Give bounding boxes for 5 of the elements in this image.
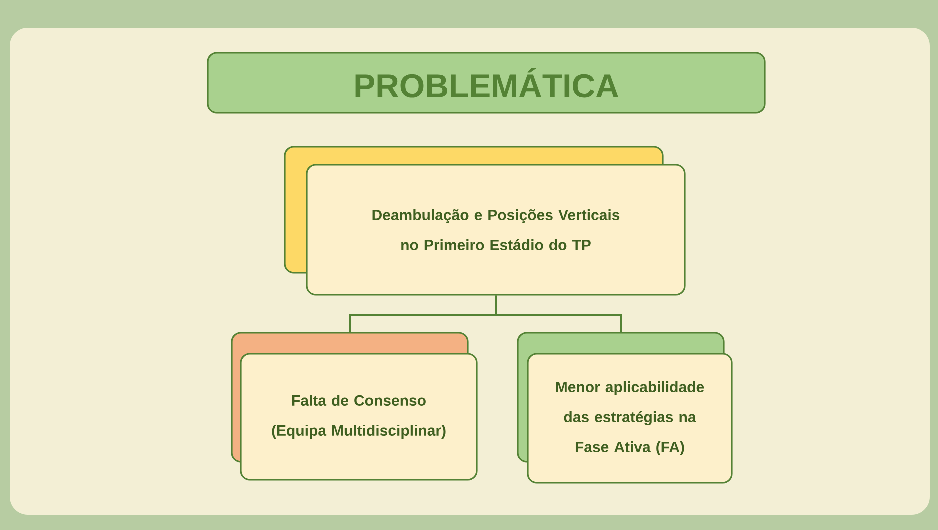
text-box: Deambulação e Posições Verticais no Primeiro Estádio do TP [306, 164, 686, 296]
connector-line [495, 296, 622, 333]
title-banner: PROBLEMÁTICA [207, 52, 766, 114]
text-box: Falta de Consenso (Equipa Multidisciplinar) [240, 353, 478, 481]
text-box: Menor aplicabilidade das estratégias na Fase Ativa (FA) [527, 353, 733, 484]
